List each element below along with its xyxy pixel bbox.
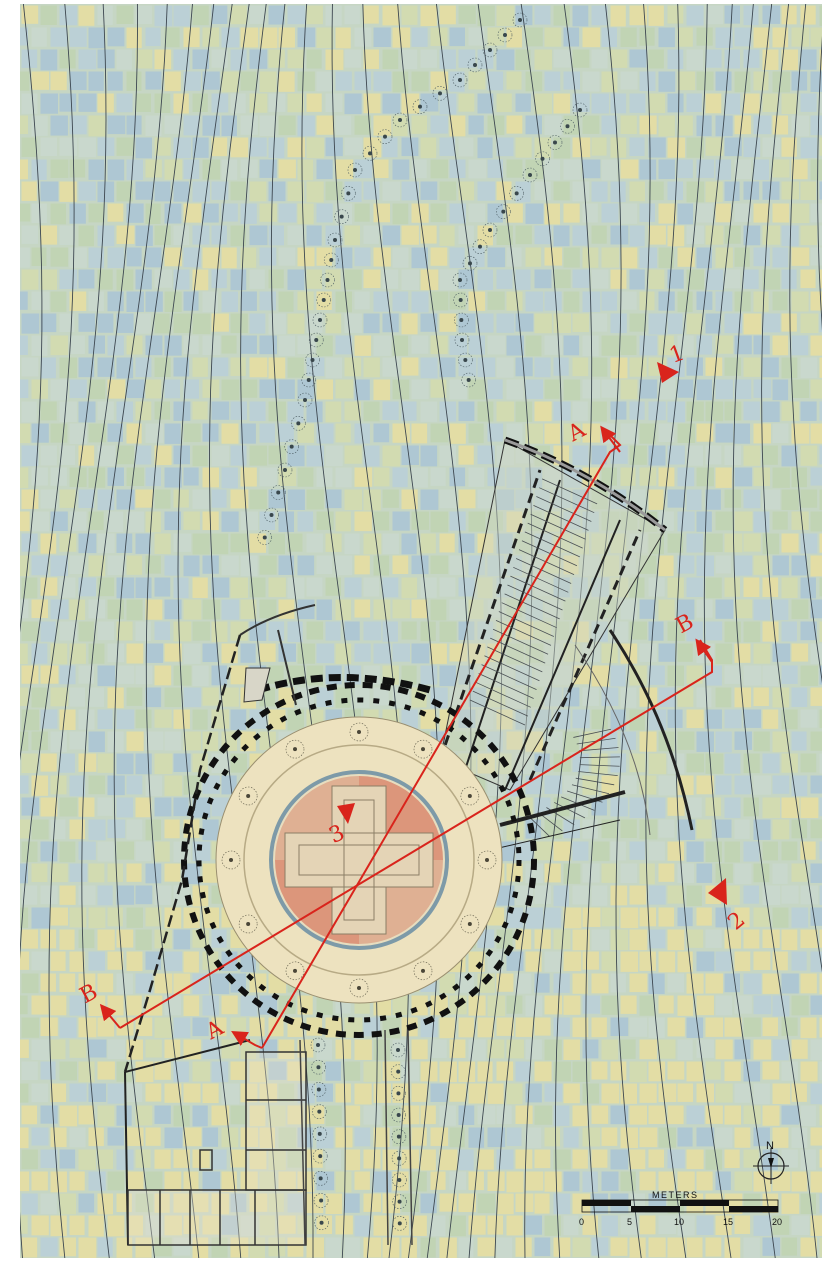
- north-arc-walls: [239, 604, 431, 706]
- scale-tick-15: 15: [723, 1217, 733, 1227]
- north-arrow-label: N: [766, 1140, 774, 1152]
- scale-bar: METERS 0 5 10 15 20: [579, 1190, 782, 1227]
- mosaic-tiles: [20, 5, 822, 1258]
- south-path: [299, 1029, 413, 1246]
- scale-tick-20: 20: [772, 1217, 782, 1227]
- tree-rows: [257, 12, 588, 1231]
- section-line-a: [231, 425, 622, 1049]
- scale-bar-title: METERS: [652, 1190, 699, 1200]
- scale-tick-5: 5: [627, 1217, 632, 1227]
- section-line-b: [99, 638, 713, 1029]
- scale-tick-10: 10: [674, 1217, 684, 1227]
- circular-plaza: [181, 682, 537, 1038]
- cross-pattern: [275, 776, 443, 944]
- north-arrow: N: [753, 1140, 789, 1184]
- building-plan: [127, 1051, 307, 1246]
- east-walls: [489, 629, 694, 851]
- scale-tick-0: 0: [579, 1217, 584, 1227]
